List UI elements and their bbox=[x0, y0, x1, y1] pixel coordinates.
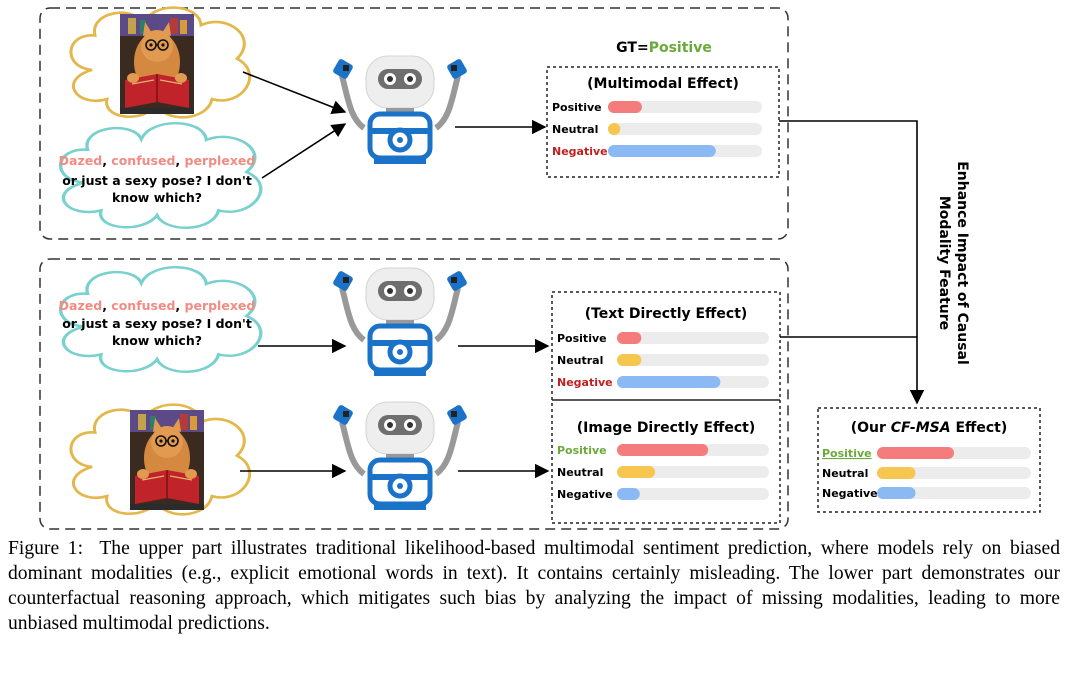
ours-row-label-positive: Positive bbox=[822, 447, 872, 460]
image-cloud-upper bbox=[69, 6, 252, 119]
image-cloud-lower bbox=[69, 403, 252, 516]
figure-diagram: Dazed, confused, perplexed or just a sex… bbox=[39, 6, 1041, 530]
text-bar-positive bbox=[617, 332, 642, 344]
image-row-label-neutral: Neutral bbox=[557, 466, 603, 479]
multimodal-bar-negative bbox=[608, 145, 716, 157]
text-bubble-line2-lower: or just a sexy pose? I don't bbox=[62, 316, 252, 331]
upper-frame bbox=[39, 7, 789, 240]
ours-effect-panel: (Our CF-MSA Effect) bbox=[817, 407, 1041, 513]
enhance-label-line2: Modality Feature bbox=[936, 196, 952, 330]
image-bar-negative bbox=[617, 488, 640, 500]
text-row-label-neutral: Neutral bbox=[557, 354, 603, 367]
caption-text: The upper part illustrates traditional l… bbox=[8, 538, 1061, 634]
text-panel-title: (Text Directly Effect) bbox=[585, 306, 748, 322]
multimodal-bar-track-positive bbox=[608, 101, 762, 113]
image-row-label-negative: Negative bbox=[557, 488, 613, 501]
text-bubble-line2: or just a sexy pose? I don't bbox=[62, 173, 252, 188]
ours-row-label-neutral: Neutral bbox=[822, 467, 868, 480]
image-bar-neutral bbox=[617, 466, 655, 478]
image-bar-track-negative bbox=[617, 488, 769, 500]
multimodal-bar-positive bbox=[608, 101, 642, 113]
multimodal-row-label-neutral: Neutral bbox=[552, 123, 598, 136]
multimodal-row-label-negative: Negative bbox=[552, 145, 608, 158]
text-bubble-line3: know which? bbox=[112, 190, 202, 205]
text-row-label-positive: Positive bbox=[557, 332, 607, 345]
text-bubble-line1-lower: Dazed, confused, perplexed bbox=[59, 298, 256, 313]
caption-lead: Figure 1: bbox=[8, 538, 84, 559]
ours-bar-negative bbox=[877, 487, 916, 499]
model-robot-icon-upper bbox=[332, 56, 468, 164]
lower-frame bbox=[39, 258, 789, 530]
ours-bar-track-neutral bbox=[877, 467, 1031, 479]
arrow-image-to-robot-upper bbox=[242, 71, 347, 114]
multimodal-bar-track-neutral bbox=[608, 123, 762, 135]
text-bar-track-neutral bbox=[617, 354, 769, 366]
image-effect-panel: (Image Directly Effect) bbox=[551, 399, 781, 524]
image-bar-track-neutral bbox=[617, 466, 769, 478]
image-bar-positive bbox=[617, 444, 709, 456]
arrow-text-to-robot-upper bbox=[261, 123, 347, 179]
text-cloud-lower: Dazed, confused, perplexed or just a sex… bbox=[59, 265, 263, 374]
text-bubble-line3-lower: know which? bbox=[112, 333, 202, 348]
text-bar-neutral bbox=[617, 354, 642, 366]
ours-row-label-negative: Negative bbox=[822, 487, 878, 500]
arrow-multimodal-to-ours bbox=[779, 120, 925, 405]
text-bar-negative bbox=[617, 376, 721, 388]
multimodal-bar-neutral bbox=[608, 123, 621, 135]
multimodal-panel-title: (Multimodal Effect) bbox=[587, 76, 739, 92]
ours-panel-title: (Our CF-MSA Effect) bbox=[851, 420, 1008, 436]
image-row-label-positive: Positive bbox=[557, 444, 607, 457]
ours-bar-track-negative bbox=[877, 487, 1031, 499]
model-robot-icon-text-branch bbox=[332, 268, 468, 376]
multimodal-row-label-positive: Positive bbox=[552, 101, 602, 114]
ours-bar-positive bbox=[877, 447, 954, 459]
sentiment-bars: PositiveNeutralNegativePositiveNeutralNe… bbox=[552, 101, 1031, 501]
model-robot-icon-image-branch bbox=[332, 402, 468, 510]
image-panel-title: (Image Directly Effect) bbox=[577, 420, 755, 436]
figure-caption: Figure 1: The upper part illustrates tra… bbox=[8, 536, 1060, 636]
text-row-label-negative: Negative bbox=[557, 376, 613, 389]
enhance-label-line1: Enhance Impact of Causal bbox=[954, 161, 970, 365]
multimodal-effect-panel: (Multimodal Effect) bbox=[546, 66, 780, 178]
text-cloud-upper: Dazed, confused, perplexed or just a sex… bbox=[59, 121, 263, 230]
ours-bar-neutral bbox=[877, 467, 916, 479]
ground-truth-label: GT=Positive bbox=[616, 40, 712, 56]
text-bubble-line1: Dazed, confused, perplexed bbox=[59, 153, 256, 168]
text-bar-track-positive bbox=[617, 332, 769, 344]
